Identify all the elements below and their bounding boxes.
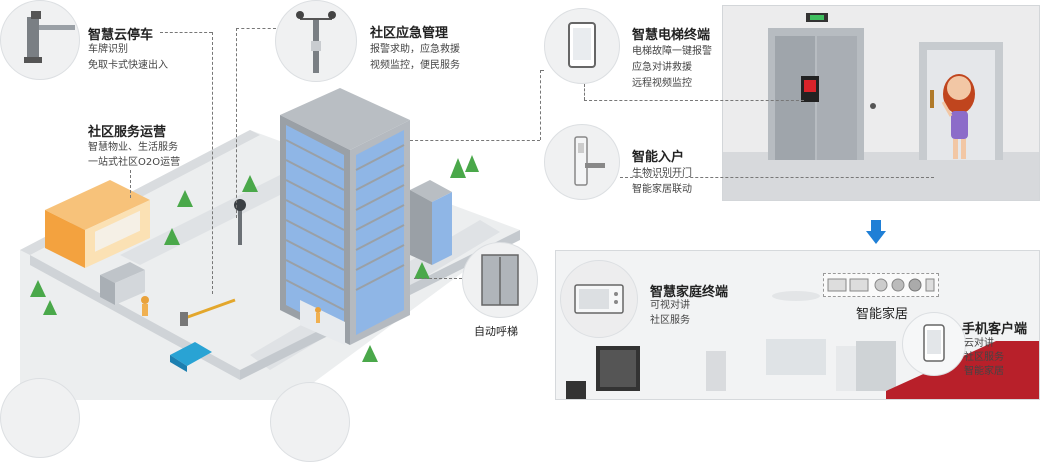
connector-line [620,177,934,178]
elevator-door-icon [481,254,519,306]
mobile-desc-2: 社区服务 [964,352,1004,363]
entry-icon-circle [544,124,620,200]
service-desc-2: 一站式社区O2O运营 [88,157,181,168]
down-arrow-icon [866,220,886,244]
connector-line [130,170,131,198]
home-terminal-icon-circle [560,260,638,338]
parking-desc-2: 免取卡式快速出入 [88,60,168,71]
monitor-icon [574,284,624,314]
emergency-title: 社区应急管理 [370,26,449,41]
connector-line [212,32,213,294]
entry-title: 智能入户 [632,150,685,165]
mobile-title: 手机客户端 [962,322,1028,337]
elevator-terminal-icon-circle [544,8,620,84]
home-terminal-title: 智慧家庭终端 [650,285,729,300]
elevator-terminal-desc-2: 应急对讲救援 [632,62,692,73]
service-title: 社区服务运营 [88,125,167,140]
call-elevator-icon-circle [462,242,538,318]
parking-barrier-icon [24,11,75,63]
connector-line [160,32,212,33]
emergency-desc-1: 报警求助，应急救援 [370,44,460,55]
connector-line [584,100,804,101]
elevator-terminal-desc-1: 电梯故障一键报警 [632,46,712,57]
mobile-desc-1: 云对讲 [964,338,994,349]
emergency-icon-circle [275,0,357,82]
connector-line [236,28,237,218]
parking-icon-circle [0,0,80,80]
connector-line [540,70,544,71]
home-terminal-desc-2: 社区服务 [650,315,690,326]
smart-home-panel [823,273,939,297]
home-scene [555,250,1040,400]
smart-lock-icon [574,136,605,186]
smart-home-title: 智能家居 [856,307,909,322]
elevator-scene [722,5,1040,201]
partial-icon-circle [0,378,80,458]
parking-desc-1: 车牌识别 [88,44,128,55]
emergency-desc-2: 视频监控，便民服务 [370,60,460,71]
phone-icon [923,324,945,362]
parking-title: 智慧云停车 [88,28,154,43]
call-elevator-title: 自动呼梯 [474,325,518,338]
service-desc-1: 智慧物业、生活服务 [88,142,178,153]
mobile-desc-3: 智能家居 [964,366,1004,377]
partial-icon-circle [270,382,350,462]
home-terminal-desc-1: 可视对讲 [650,300,690,311]
connector-line [540,70,541,140]
elevator-terminal-title: 智慧电梯终端 [632,28,711,43]
entry-desc-1: 生物识别开门 [632,168,692,179]
connector-line [414,278,462,279]
connector-line [410,140,540,141]
entry-desc-2: 智能家居联动 [632,184,692,195]
mobile-icon-circle [902,312,966,376]
connector-line [584,84,585,100]
city-illustration [0,0,560,400]
elevator-terminal-desc-3: 远程视频监控 [632,78,692,89]
tablet-icon [568,22,596,68]
emergency-pole-icon [296,11,336,73]
connector-line [236,28,276,29]
